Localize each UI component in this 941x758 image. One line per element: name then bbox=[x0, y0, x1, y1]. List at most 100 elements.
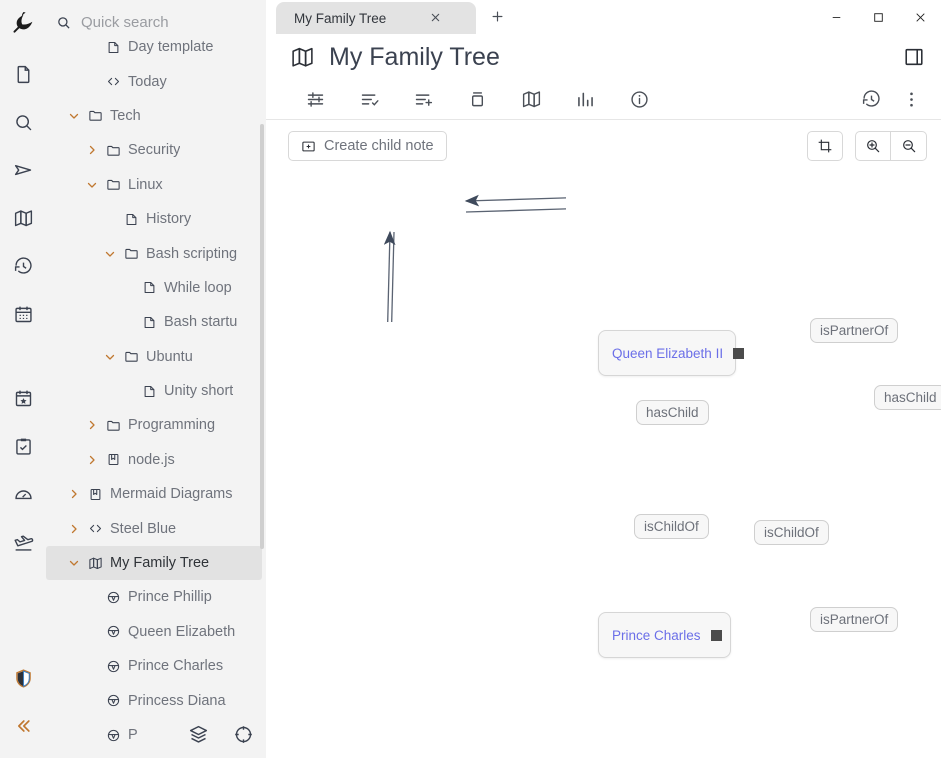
tree-item-prince-charles[interactable]: Prince Charles bbox=[46, 649, 266, 683]
maximize-icon[interactable] bbox=[857, 0, 899, 34]
tree-item-prince-phillip[interactable]: Prince Phillip bbox=[46, 580, 266, 614]
rail-tasks[interactable] bbox=[0, 422, 46, 470]
tree-item-history[interactable]: History bbox=[46, 202, 266, 236]
relation-icon bbox=[102, 728, 124, 743]
chevron-down-icon[interactable] bbox=[64, 557, 84, 569]
tb-more-menu[interactable] bbox=[891, 84, 931, 116]
tb-note-revisions[interactable] bbox=[851, 84, 891, 116]
rail-protected-session[interactable] bbox=[0, 654, 46, 702]
quick-search[interactable]: Quick search bbox=[46, 0, 266, 44]
tree-item-my-family-tree[interactable]: My Family Tree bbox=[46, 545, 262, 581]
zoom-pair bbox=[855, 131, 927, 161]
tree-item-label: Ubuntu bbox=[146, 348, 193, 365]
zoom-in-icon[interactable] bbox=[855, 131, 891, 161]
tree-item-tech[interactable]: Tech bbox=[46, 99, 266, 133]
zoom-out-icon[interactable] bbox=[891, 131, 927, 161]
tree-item-label: Linux bbox=[128, 176, 163, 193]
tree-item-steel-blue[interactable]: Steel Blue bbox=[46, 511, 266, 545]
chevron-right-icon[interactable] bbox=[82, 454, 102, 466]
graph-node-label: Prince Charles bbox=[612, 627, 701, 643]
close-icon[interactable] bbox=[899, 0, 941, 34]
tree-item-label: node.js bbox=[128, 451, 175, 468]
create-child-note-button[interactable]: Create child note bbox=[288, 131, 447, 161]
graph-node-handle[interactable] bbox=[733, 347, 745, 359]
rail-jump-to[interactable] bbox=[0, 146, 46, 194]
tree-item-label: Programming bbox=[128, 417, 216, 434]
plus-icon[interactable] bbox=[490, 9, 505, 34]
main-area: My Family Tree bbox=[266, 0, 941, 758]
rail-collapse-sidebar[interactable] bbox=[0, 702, 46, 750]
tree-item-programming[interactable]: Programming bbox=[46, 408, 266, 442]
tb-note-info[interactable] bbox=[612, 84, 666, 116]
folder-icon bbox=[120, 246, 142, 261]
minimize-icon[interactable] bbox=[815, 0, 857, 34]
chevron-right-icon[interactable] bbox=[64, 523, 84, 535]
layers-icon[interactable] bbox=[188, 724, 209, 750]
chevron-down-icon[interactable] bbox=[100, 351, 120, 363]
tree-item-ubuntu[interactable]: Ubuntu bbox=[46, 340, 266, 374]
note-header: My Family Tree bbox=[266, 34, 941, 80]
tree-item-while-loop[interactable]: While loop bbox=[46, 271, 266, 305]
chevron-down-icon[interactable] bbox=[100, 248, 120, 260]
tb-note-stats[interactable] bbox=[558, 84, 612, 116]
crop-fit-icon[interactable] bbox=[807, 131, 843, 161]
tree-item-label: P bbox=[128, 727, 138, 743]
rail-calendar[interactable] bbox=[0, 290, 46, 338]
target-icon[interactable] bbox=[233, 724, 254, 750]
edge-label-haschild[interactable]: hasChild bbox=[636, 400, 709, 425]
tree-item-queen-elizabeth[interactable]: Queen Elizabeth bbox=[46, 615, 266, 649]
graph-node-charles[interactable]: Prince Charles bbox=[598, 612, 731, 658]
tb-note-map[interactable] bbox=[504, 84, 558, 116]
tree-item-label: Security bbox=[128, 142, 181, 159]
sidebar-scrollbar[interactable] bbox=[260, 124, 264, 549]
folder-plus-icon bbox=[301, 139, 316, 154]
edge-label-haschild[interactable]: hasChild bbox=[874, 385, 941, 410]
tab-my-family-tree[interactable]: My Family Tree bbox=[276, 2, 476, 34]
tree-item-unity-short[interactable]: Unity short bbox=[46, 374, 266, 408]
book-icon bbox=[84, 487, 106, 502]
chevron-down-icon[interactable] bbox=[64, 110, 84, 122]
rail-dashboard[interactable] bbox=[0, 470, 46, 518]
edge-label-ispartnerof[interactable]: isPartnerOf bbox=[810, 318, 899, 343]
tree-item-day-template[interactable]: Day template bbox=[46, 30, 266, 64]
rail-search[interactable] bbox=[0, 98, 46, 146]
tree-item-node-js[interactable]: node.js bbox=[46, 443, 266, 477]
tree-item-bash-scripting[interactable]: Bash scripting bbox=[46, 236, 266, 270]
code-icon bbox=[84, 521, 106, 536]
rail-import[interactable] bbox=[0, 518, 46, 566]
rail-note-map[interactable] bbox=[0, 194, 46, 242]
tb-add-attribute[interactable] bbox=[396, 84, 450, 116]
rail-recent-changes[interactable] bbox=[0, 242, 46, 290]
tb-note-properties[interactable] bbox=[288, 84, 342, 116]
tree-item-today[interactable]: Today bbox=[46, 64, 266, 98]
chevron-down-icon[interactable] bbox=[82, 179, 102, 191]
graph-node-handle[interactable] bbox=[710, 629, 722, 641]
tree-item-bash-startu[interactable]: Bash startu bbox=[46, 305, 266, 339]
tb-note-paths[interactable] bbox=[450, 84, 504, 116]
tree-item-princess-diana[interactable]: Princess Diana bbox=[46, 683, 266, 717]
graph-node-queen[interactable]: Queen Elizabeth II bbox=[598, 330, 745, 376]
map-icon bbox=[84, 556, 106, 571]
code-icon bbox=[102, 74, 124, 89]
tree-item-linux[interactable]: Linux bbox=[46, 168, 266, 202]
rail-bookmarks[interactable] bbox=[0, 374, 46, 422]
chevron-right-icon[interactable] bbox=[64, 488, 84, 500]
tb-owned-attributes[interactable] bbox=[342, 84, 396, 116]
rail-notes[interactable] bbox=[0, 50, 46, 98]
chevron-right-icon[interactable] bbox=[82, 419, 102, 431]
tree-item-mermaid-diagrams[interactable]: Mermaid Diagrams bbox=[46, 477, 266, 511]
tree-item-security[interactable]: Security bbox=[46, 133, 266, 167]
right-panel-icon[interactable] bbox=[897, 40, 931, 74]
edge-label-ischildof[interactable]: isChildOf bbox=[634, 514, 709, 539]
tree-item-p[interactable]: P bbox=[46, 718, 266, 752]
folder-icon bbox=[84, 108, 106, 123]
create-child-note-label: Create child note bbox=[324, 138, 434, 154]
edge-label-ispartnerof[interactable]: isPartnerOf bbox=[810, 607, 899, 632]
page-title[interactable]: My Family Tree bbox=[329, 42, 500, 71]
chevron-right-icon[interactable] bbox=[82, 144, 102, 156]
tree-item-label: While loop bbox=[164, 279, 232, 296]
edge-label-ischildof[interactable]: isChildOf bbox=[754, 520, 829, 545]
close-icon[interactable] bbox=[430, 11, 441, 25]
